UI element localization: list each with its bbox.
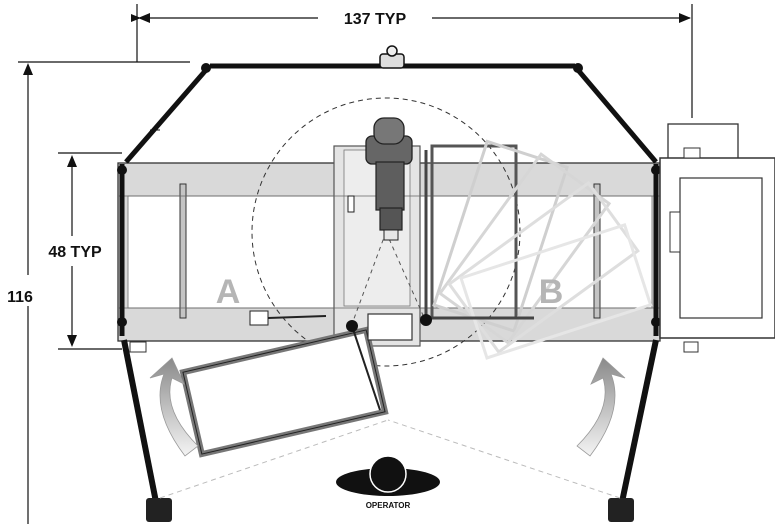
station-a-fixture — [179, 310, 389, 458]
dimension-overall-depth: 116 — [7, 61, 190, 524]
dimension-overall-width: 137 TYP — [131, 4, 693, 118]
dimension-table-depth: 48 TYP — [48, 152, 122, 350]
control-cabinet — [659, 123, 775, 339]
zone-a-label: A — [216, 273, 241, 311]
zone-b-label: B — [539, 273, 564, 311]
robot-arm — [347, 117, 413, 241]
station-b-fixture-positions — [420, 139, 653, 360]
overall-depth-label: 116 — [7, 289, 33, 306]
safety-fence-frame — [117, 45, 661, 336]
operator-figure: OPERATOR — [336, 455, 440, 510]
rotation-arrow-left — [149, 357, 199, 457]
operator-label: OPERATOR — [366, 501, 411, 510]
overall-width-label: 137 TYP — [344, 11, 407, 28]
front-posts — [121, 339, 699, 522]
table-depth-label: 48 TYP — [48, 244, 102, 261]
light-curtain-lines — [159, 419, 621, 499]
load-station-plate — [367, 313, 413, 341]
rotation-arrow-right — [576, 357, 626, 457]
